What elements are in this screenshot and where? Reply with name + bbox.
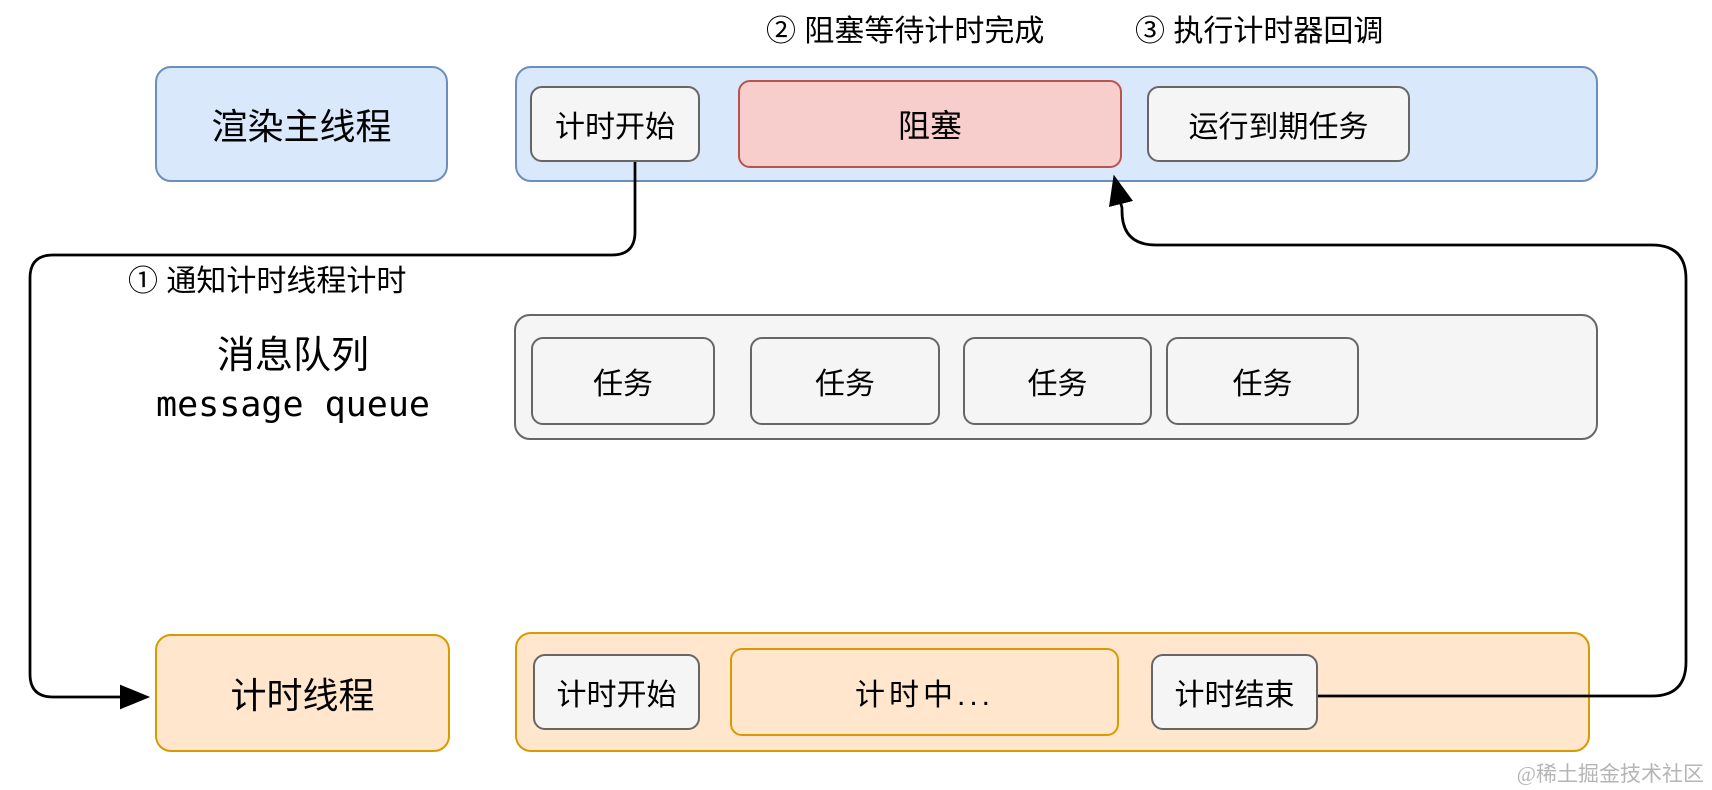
timing-in-progress-box: 计时中...	[730, 648, 1119, 736]
main-timing-start-box: 计时开始	[530, 86, 700, 162]
task-box-1: 任务	[531, 337, 715, 425]
timing-in-progress-label: 计时中...	[854, 679, 994, 712]
task-label: 任务	[815, 368, 875, 401]
timer-thread-label-box: 计时线程	[155, 634, 450, 752]
task-label: 任务	[1232, 368, 1293, 401]
task-box-3: 任务	[963, 337, 1152, 425]
timer-end-box: 计时结束	[1151, 654, 1318, 730]
timer-timing-start-box: 计时开始	[533, 654, 700, 730]
watermark: @稀土掘金技术社区	[1516, 762, 1704, 786]
block-label: 阻塞	[897, 108, 962, 144]
task-label: 任务	[593, 368, 653, 401]
timer-end-label: 计时结束	[1174, 679, 1295, 712]
task-label: 任务	[1027, 368, 1088, 401]
task-box-2: 任务	[750, 337, 940, 425]
annotation-step3-run-callback: ③ 执行计时器回调	[1135, 15, 1384, 48]
arrow-timer-complete-callback	[1108, 174, 1688, 698]
main-timing-start-label: 计时开始	[555, 111, 675, 144]
run-expired-task-box: 运行到期任务	[1147, 86, 1410, 162]
annotation-step1-notify-timer: ① 通知计时线程计时	[128, 265, 407, 298]
main-thread-label: 渲染主线程	[211, 106, 392, 147]
task-box-4: 任务	[1166, 337, 1359, 425]
annotation-step2-block-wait: ② 阻塞等待计时完成	[766, 15, 1045, 48]
run-expired-task-label: 运行到期任务	[1188, 111, 1369, 144]
message-queue-label-en: message queue	[156, 385, 430, 425]
main-thread-label-box: 渲染主线程	[155, 66, 448, 182]
message-queue-label-cn: 消息队列	[216, 335, 369, 377]
block-box: 阻塞	[738, 80, 1122, 168]
timer-timing-start-label: 计时开始	[556, 679, 677, 712]
timer-thread-label: 计时线程	[230, 675, 375, 716]
